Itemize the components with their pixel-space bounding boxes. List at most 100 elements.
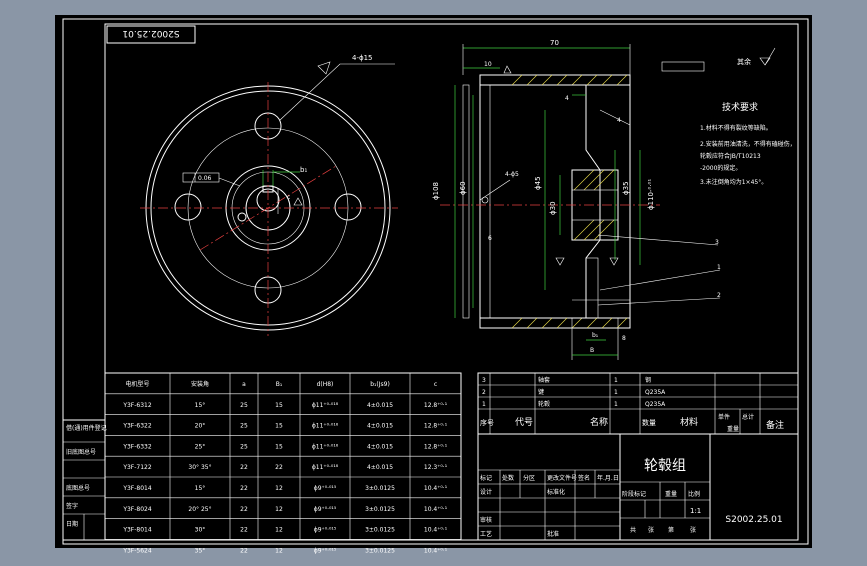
table-cell: Y3F-6322 xyxy=(122,423,152,430)
svg-text:共: 共 xyxy=(630,526,636,534)
svg-text:借(通)用件登记: 借(通)用件登记 xyxy=(66,424,107,432)
balloon-1: 1 xyxy=(717,264,721,271)
svg-text:3.未注倒角均为1×45°。: 3.未注倒角均为1×45°。 xyxy=(700,178,767,186)
table-cell: 30° 35° xyxy=(188,464,211,471)
bom-cell: Q235A xyxy=(645,389,666,396)
front-view: 4-ϕ15 0.06 b₁ c xyxy=(140,54,398,336)
table-cell: 3±0.0125 xyxy=(365,506,395,513)
table-header-cell: a xyxy=(242,381,246,388)
table-cell: ϕ9⁺⁰·⁰¹⁵ xyxy=(314,485,337,492)
table-cell: 3±0.0125 xyxy=(365,527,395,534)
table-cell: 25 xyxy=(240,402,248,409)
table-cell: 4±0.015 xyxy=(367,443,393,450)
svg-text:-2000的规定。: -2000的规定。 xyxy=(700,164,741,172)
table-cell: 10.4⁺⁰·¹ xyxy=(424,527,448,534)
svg-text:日期: 日期 xyxy=(66,520,78,528)
bom-cell: 1 xyxy=(614,401,618,408)
table-cell: 20° 25° xyxy=(188,506,211,513)
table-cell: 22 xyxy=(240,485,248,492)
svg-text:2.安装前用油清洗，不得有磕碰伤，: 2.安装前用油清洗，不得有磕碰伤， xyxy=(700,140,796,148)
outer-border xyxy=(62,18,809,545)
table-cell: 12.8⁺⁰·¹ xyxy=(424,402,448,409)
table-cell: 12 xyxy=(275,527,283,534)
hole-right xyxy=(334,193,362,221)
table-cell: ϕ11⁺⁰·⁰¹⁸ xyxy=(312,402,339,409)
table-cell: 22 xyxy=(275,464,283,471)
dim-phi35: ϕ35 xyxy=(622,181,630,195)
dim-phi60: ϕ60 xyxy=(459,181,467,195)
table-cell: 22 xyxy=(240,506,248,513)
scale: 1:1 xyxy=(690,507,701,515)
part-name: 轮毂组 xyxy=(644,458,686,474)
surface-note: 其余 xyxy=(737,57,751,66)
svg-text:重量: 重量 xyxy=(727,425,739,433)
runout-frame xyxy=(661,61,705,72)
bom-cell: 2 xyxy=(482,389,486,396)
svg-text:重量: 重量 xyxy=(665,490,677,498)
svg-text:设计: 设计 xyxy=(480,488,492,496)
rim-top xyxy=(479,74,631,86)
svg-text:张: 张 xyxy=(690,526,696,534)
svg-text:标准化: 标准化 xyxy=(547,488,565,496)
svg-text:更改文件号: 更改文件号 xyxy=(547,474,577,482)
table-header-cell: B₁ xyxy=(276,381,283,388)
table-cell: 12.8⁺⁰·¹ xyxy=(424,423,448,430)
svg-text:单件: 单件 xyxy=(718,413,730,421)
tech-requirements: 技术要求 1.材料不得有裂纹等缺陷。 2.安装前用油清洗，不得有磕碰伤， 轮毂应… xyxy=(700,101,796,186)
section-callout: 4-ϕ5 xyxy=(505,171,519,178)
table-cell: 12.8⁺⁰·¹ xyxy=(424,443,448,450)
svg-text:审核: 审核 xyxy=(480,516,492,524)
svg-text:第: 第 xyxy=(668,526,674,534)
drawing-sheet xyxy=(55,15,812,548)
table-cell: 4±0.015 xyxy=(367,423,393,430)
svg-text:名称: 名称 xyxy=(590,416,608,428)
table-cell: 15 xyxy=(275,443,283,450)
c-label: c xyxy=(287,194,290,201)
finish-mark-hole xyxy=(317,61,331,75)
dim-B: B xyxy=(590,347,594,354)
hub-hatch xyxy=(573,169,615,241)
dim-phi110: ϕ110-⁰·⁰¹ xyxy=(647,179,655,210)
table-cell: ϕ9⁺⁰·⁰¹⁵ xyxy=(314,527,337,534)
mirrored-number-box xyxy=(106,25,196,44)
svg-text:材料: 材料 xyxy=(680,416,698,428)
table-cell: 10.4⁺⁰·¹ xyxy=(424,485,448,492)
svg-text:分区: 分区 xyxy=(523,474,535,482)
svg-text:底图总号: 底图总号 xyxy=(66,484,90,492)
table-cell: Y3F-8014 xyxy=(122,485,152,492)
drawing-number: S2002.25.01 xyxy=(725,515,782,525)
table-cell: Y3F-7122 xyxy=(122,464,152,471)
rim-bottom-hatch xyxy=(511,317,628,329)
rim-bottom xyxy=(479,317,631,329)
dim-4a: 4 xyxy=(565,95,569,102)
table-cell: 4±0.015 xyxy=(367,464,393,471)
dim-phi108: ϕ108 xyxy=(432,182,440,200)
table-cell: 12 xyxy=(275,506,283,513)
table-header-cell: c xyxy=(434,381,437,388)
rim-lip xyxy=(462,84,470,319)
table-cell: 15 xyxy=(275,402,283,409)
table-cell: 12 xyxy=(275,485,283,492)
table-cell: 10.4⁺⁰·¹ xyxy=(424,547,448,554)
table-cell: 3±0.0125 xyxy=(365,547,395,554)
table-cell: 15° xyxy=(195,402,206,409)
bom-cell: 钢 xyxy=(645,376,651,384)
dim-phi45: ϕ45 xyxy=(534,176,542,190)
table-header-cell: 电机型号 xyxy=(125,380,149,388)
tech-title: 技术要求 xyxy=(722,101,758,113)
mirrored-drawing-number: S2002.25.01 xyxy=(122,28,179,38)
dim-b1: b₁ xyxy=(592,332,599,339)
svg-text:签名: 签名 xyxy=(578,474,590,482)
dim-6: 6 xyxy=(488,235,492,242)
dim-8: 8 xyxy=(622,335,626,342)
svg-text:代号: 代号 xyxy=(515,417,533,428)
table-cell: ϕ11⁺⁰·⁰¹⁸ xyxy=(312,464,339,471)
svg-text:序号: 序号 xyxy=(480,418,494,427)
hole-left xyxy=(174,193,202,221)
hole-callout: 4-ϕ15 xyxy=(352,54,373,62)
table-cell: 4±0.015 xyxy=(367,402,393,409)
svg-text:比例: 比例 xyxy=(688,490,700,498)
table-cell: ϕ9⁺⁰·⁰¹⁵ xyxy=(314,547,337,554)
